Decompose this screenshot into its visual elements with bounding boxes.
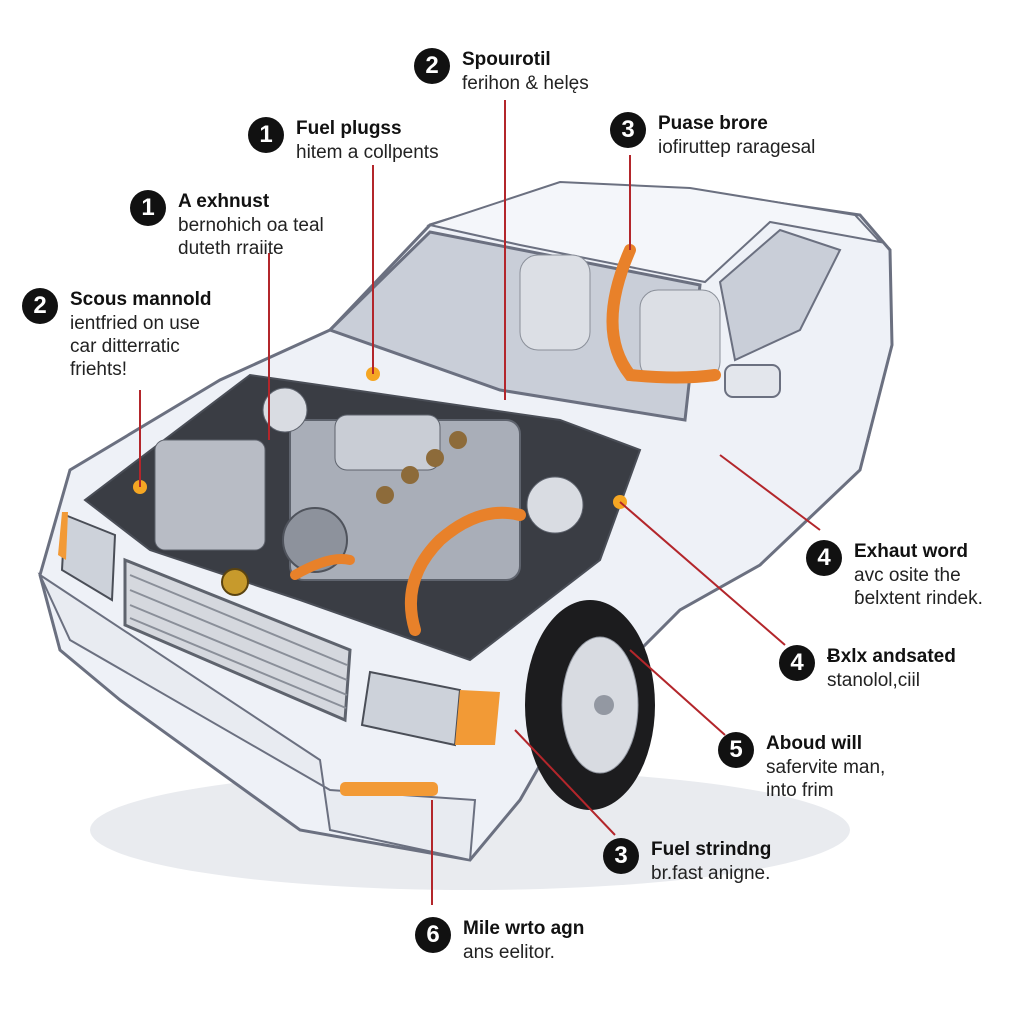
leader-lines (139, 100, 821, 905)
callout-number-badge: 2 (414, 48, 450, 84)
callout-title: A exhnust (178, 191, 270, 212)
callout-number-badge: 3 (610, 112, 646, 148)
callout-number-badge: 1 (248, 117, 284, 153)
leader-line (619, 501, 786, 646)
callout-number-badge: 4 (779, 645, 815, 681)
callout-desc: car ditterratic (70, 336, 180, 357)
callout-desc: ientfried on use (70, 313, 200, 334)
cabin-hose (606, 244, 721, 384)
side-window (718, 228, 842, 362)
callout-title: Fuel strindng (651, 839, 772, 860)
callout-aboud-will: 5 Aboud will safervite man, into frim (718, 732, 885, 802)
callout-title: Scous mannold (70, 289, 212, 310)
callout-desc: hitem a collpents (296, 142, 439, 163)
callout-desc: bernohich oa teal (178, 215, 324, 236)
leader-line (719, 454, 821, 531)
callout-desc: safervite man, (766, 757, 886, 778)
callout-exhaut-word: 4 Exhaut word avc osite the ɓelxtent rin… (806, 540, 983, 610)
callout-desc: ans eelitor. (463, 942, 555, 963)
callout-title: Aboud will (766, 733, 863, 754)
callout-desc: iofiruttep raragesal (658, 137, 816, 158)
engine-hose (290, 554, 355, 580)
callout-desc: ferihon & helęs (462, 73, 589, 94)
leader-line (629, 649, 726, 736)
callout-puase-brore: 3 Puase brore iofiruttep raragesal (610, 112, 815, 159)
callout-title: Mile wrto agn (463, 918, 585, 939)
callout-number-badge: 2 (22, 288, 58, 324)
leader-line (514, 729, 616, 836)
callout-desc: friehts! (70, 359, 128, 380)
callout-desc: duteth rraiite (178, 238, 284, 259)
callout-desc: br.fast anigne. (651, 863, 771, 884)
fog-light (340, 782, 438, 796)
callout-spouirotil: 2 Spouırotil ferihon & helęs (414, 48, 589, 95)
callout-title: Fuel plugss (296, 118, 402, 139)
callout-number-badge: 4 (806, 540, 842, 576)
callout-scous-mannold: 2 Scous mannold ientfried on use car dit… (22, 288, 211, 381)
callout-number-badge: 3 (603, 838, 639, 874)
callout-number-badge: 6 (415, 917, 451, 953)
car-illustration (37, 180, 894, 890)
callout-desc: into frim (766, 780, 834, 801)
callout-desc: avc osite the (854, 565, 961, 586)
callout-fuel-plugss: 1 Fuel plugss hitem a collpents (248, 117, 439, 164)
callout-title: Exhaut word (854, 541, 969, 562)
callout-mile-wrto-agn: 6 Mile wrto agn ans eelitor. (415, 917, 584, 964)
engine-hose-2 (404, 506, 526, 636)
callout-desc: stanolol,ciil (827, 670, 920, 691)
callout-desc: ɓelxtent rindek. (854, 588, 983, 609)
callout-bxlx-andsated: 4 Ƀxlx andsated stanolol,ciil (779, 645, 956, 692)
side-mirror (724, 364, 781, 398)
callout-title: Ƀxlx andsated (827, 646, 956, 667)
callout-number-badge: 5 (718, 732, 754, 768)
callout-number-badge: 1 (130, 190, 166, 226)
grille (123, 557, 352, 723)
callout-title: Puase brore (658, 113, 768, 134)
callout-a-exhnust: 1 A exhnust bernohich oa teal duteth rra… (130, 190, 324, 260)
callout-title: Spouırotil (462, 49, 551, 70)
grille-emblem (221, 568, 249, 596)
callout-fuel-strindng: 3 Fuel strindng br.fast anigne. (603, 838, 771, 885)
